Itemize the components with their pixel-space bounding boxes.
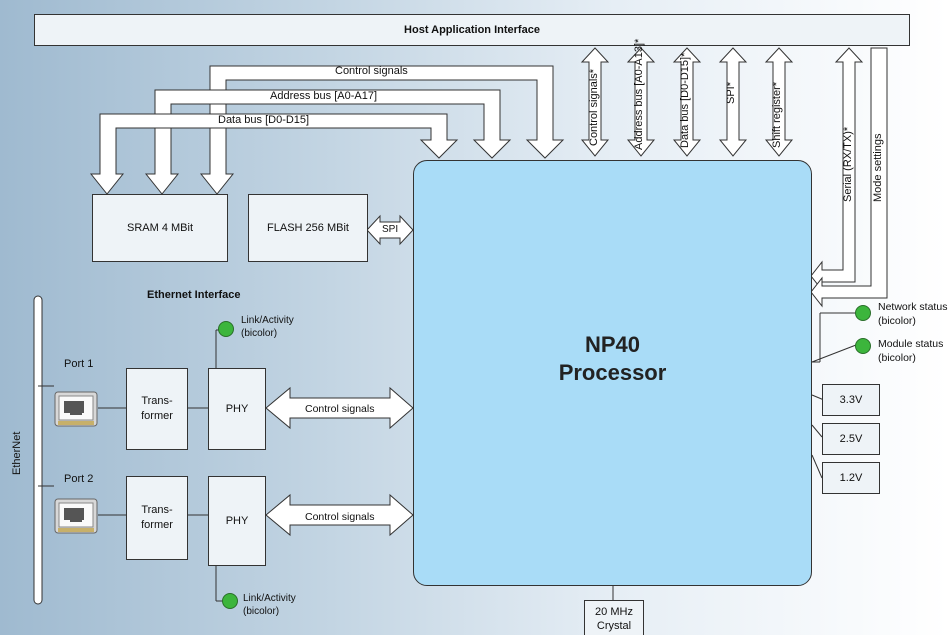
processor-name-line2: Processor bbox=[558, 360, 667, 385]
control-bus-arrow bbox=[199, 65, 565, 195]
np40-processor: NP40 Processor bbox=[413, 160, 812, 586]
ethernet-bus-label: EtherNet bbox=[11, 431, 23, 475]
ethernet-interface-title: Ethernet Interface bbox=[147, 289, 241, 301]
port2-phy: PHY bbox=[208, 476, 266, 566]
host-control-label: Control signals* bbox=[588, 68, 600, 146]
flash-spi-label: SPI bbox=[382, 224, 399, 235]
crystal-label: 20 MHz Crystal bbox=[595, 606, 633, 632]
flash-block: FLASH 256 MBit bbox=[248, 194, 368, 262]
rj45-port-1-icon bbox=[54, 391, 98, 427]
power-2v5-label: 2.5V bbox=[839, 433, 863, 445]
host-shift-label: Shift register* bbox=[771, 81, 783, 148]
host-spi-arrow bbox=[718, 47, 748, 157]
power-2v5: 2.5V bbox=[822, 423, 880, 455]
mode-arrow bbox=[810, 47, 888, 308]
host-control-arrow bbox=[580, 47, 610, 157]
host-spi-label: SPI* bbox=[725, 81, 737, 104]
host-data-arrow bbox=[672, 47, 702, 157]
port1-phy-label: PHY bbox=[225, 403, 249, 415]
power-3v3-label: 3.3V bbox=[839, 394, 863, 406]
crystal-block: 20 MHz Crystal bbox=[584, 600, 644, 635]
data-bus-label: Data bus [D0-D15] bbox=[218, 114, 310, 126]
port1-phy: PHY bbox=[208, 368, 266, 450]
port1-transformer-label: Trans- former bbox=[141, 395, 173, 422]
host-shift-arrow bbox=[764, 47, 794, 157]
port2-control-label: Control signals bbox=[305, 511, 375, 523]
port2-transformer-label: Trans- former bbox=[141, 504, 173, 531]
sram-block: SRAM 4 MBit bbox=[92, 194, 228, 262]
module-status-label: Module status (bicolor) bbox=[878, 338, 944, 364]
address-bus-label: Address bus [A0-A17] bbox=[270, 90, 378, 102]
flash-label: FLASH 256 MBit bbox=[267, 222, 349, 234]
host-address-label: Address bus [A0-A13]* bbox=[633, 38, 645, 150]
serial-label: Serial (RX/TX)* bbox=[842, 126, 854, 202]
host-data-label: Data bus [D0-D15]* bbox=[679, 52, 691, 148]
processor-name-line1: NP40 bbox=[584, 332, 641, 357]
port1-label: Port 1 bbox=[64, 358, 94, 370]
port1-led-icon bbox=[218, 321, 234, 337]
host-interface-label: Host Application Interface bbox=[404, 24, 540, 36]
power-1v2: 1.2V bbox=[822, 462, 880, 494]
rj45-port-2-icon bbox=[54, 498, 98, 534]
control-bus-label: Control signals bbox=[335, 65, 408, 77]
port1-control-label: Control signals bbox=[305, 403, 375, 415]
port2-phy-label: PHY bbox=[225, 515, 249, 527]
ethernet-bus-bar bbox=[33, 295, 43, 605]
data-bus-arrow bbox=[89, 113, 459, 195]
port2-transformer: Trans- former bbox=[126, 476, 188, 560]
power-3v3: 3.3V bbox=[822, 384, 880, 416]
sram-label: SRAM 4 MBit bbox=[126, 222, 193, 234]
power-1v2-label: 1.2V bbox=[839, 472, 863, 484]
network-status-label: Network status (bicolor) bbox=[878, 301, 948, 327]
port2-led-icon bbox=[222, 593, 238, 609]
port2-label: Port 2 bbox=[64, 473, 94, 485]
module-status-led-icon bbox=[855, 338, 871, 354]
host-interface-bar: Host Application Interface bbox=[34, 14, 910, 46]
port1-led-label: Link/Activity (bicolor) bbox=[241, 315, 294, 339]
port2-led-label: Link/Activity (bicolor) bbox=[243, 593, 296, 617]
port1-transformer: Trans- former bbox=[126, 368, 188, 450]
network-status-led-icon bbox=[855, 305, 871, 321]
mode-settings-label: Mode settings bbox=[872, 133, 884, 202]
serial-arrow bbox=[810, 47, 864, 292]
host-address-arrow bbox=[626, 47, 656, 157]
address-bus-arrow bbox=[144, 89, 512, 195]
processor-name: NP40 Processor bbox=[414, 331, 811, 387]
